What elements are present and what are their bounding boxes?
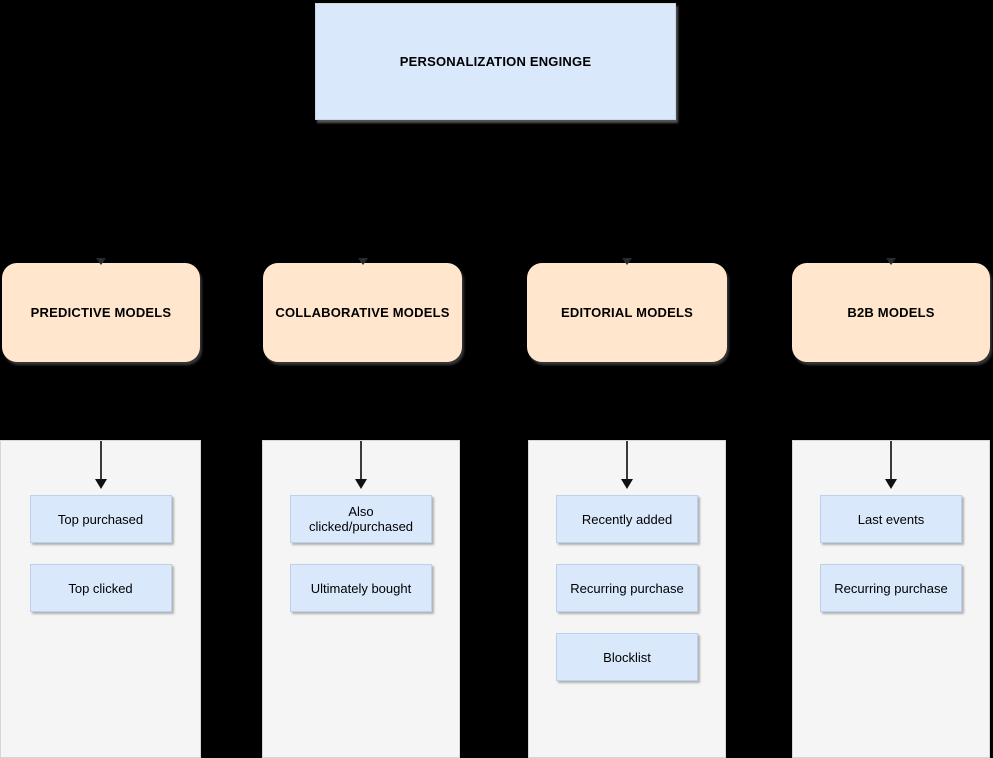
child-node: Top purchased (29, 495, 172, 543)
root-node-label: PERSONALIZATION ENGINGE (399, 54, 592, 69)
child-node: Top clicked (29, 564, 172, 612)
arrow-line (626, 441, 628, 479)
child-node: Last events (820, 495, 962, 543)
child-node: Ultimately bought (290, 564, 432, 612)
category-label: PREDICTIVE MODELS (30, 305, 172, 320)
arrow-head (885, 479, 897, 489)
root-node-personalization-engine: PERSONALIZATION ENGINGE (315, 3, 676, 120)
arrow-line (890, 441, 892, 479)
lane-b2b: Last events Recurring purchase (792, 440, 990, 758)
category-node-predictive: PREDICTIVE MODELS (2, 258, 200, 362)
arrow-head (355, 479, 367, 489)
category-node-editorial: EDITORIAL MODELS (527, 258, 727, 362)
category-label: COLLABORATIVE MODELS (275, 305, 450, 320)
child-node: Recurring purchase (820, 564, 962, 612)
arrow-line (99, 441, 102, 479)
child-node: Recurring purchase (556, 564, 698, 612)
lane-predictive: Top purchased Top clicked (0, 440, 201, 758)
category-node-collaborative: COLLABORATIVE MODELS (263, 258, 462, 362)
arrow-line (360, 441, 362, 479)
arrowhead-icon (886, 258, 896, 265)
lane-collaborative: Also clicked/purchased Ultimately bought (262, 440, 460, 758)
arrowhead-icon (357, 258, 368, 265)
arrow-head (94, 479, 107, 489)
child-node: Recently added (556, 495, 698, 543)
category-label: EDITORIAL MODELS (560, 305, 693, 320)
child-node: Blocklist (556, 633, 698, 681)
lane-editorial: Recently added Recurring purchase Blockl… (528, 440, 726, 758)
arrowhead-icon (622, 258, 632, 265)
category-node-b2b: B2B MODELS (792, 258, 990, 362)
arrowhead-icon (96, 258, 106, 265)
category-label: B2B MODELS (847, 305, 935, 320)
arrow-head (621, 479, 633, 489)
child-node: Also clicked/purchased (290, 495, 432, 543)
